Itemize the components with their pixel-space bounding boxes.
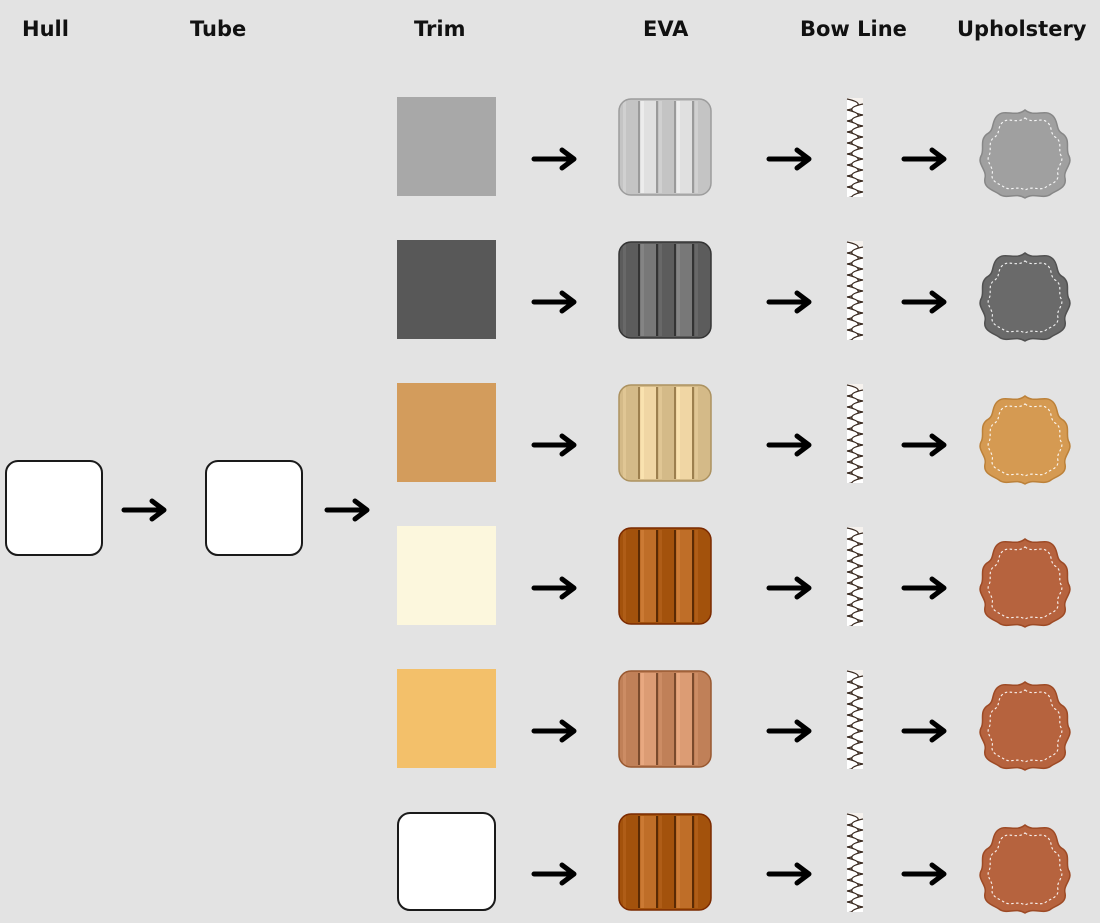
header-trim: Trim — [414, 17, 466, 41]
right-arrow-icon — [765, 861, 817, 887]
rope-icon[interactable] — [842, 526, 868, 633]
header-tube: Tube — [190, 17, 247, 41]
right-arrow-icon — [900, 861, 952, 887]
eva-pad-icon[interactable] — [615, 240, 715, 340]
trim-swatch[interactable] — [397, 383, 496, 482]
right-arrow-icon — [530, 718, 582, 744]
right-arrow-icon — [900, 289, 952, 315]
rope-icon[interactable] — [842, 97, 868, 204]
header-bow-line: Bow Line — [800, 17, 907, 41]
eva-pad-icon[interactable] — [615, 669, 715, 769]
eva-pad-icon[interactable] — [615, 812, 715, 912]
right-arrow-icon — [765, 575, 817, 601]
right-arrow-icon — [323, 497, 375, 523]
header-eva: EVA — [643, 17, 689, 41]
right-arrow-icon — [530, 289, 582, 315]
rope-icon[interactable] — [842, 383, 868, 490]
hull-swatch[interactable] — [5, 460, 103, 556]
trim-swatch[interactable] — [397, 240, 496, 339]
leather-hide-icon[interactable] — [975, 104, 1075, 204]
rope-icon[interactable] — [842, 240, 868, 347]
right-arrow-icon — [530, 432, 582, 458]
right-arrow-icon — [900, 432, 952, 458]
right-arrow-icon — [765, 289, 817, 315]
rope-icon[interactable] — [842, 812, 868, 919]
right-arrow-icon — [530, 861, 582, 887]
header-upholstery: Upholstery — [957, 17, 1087, 41]
tube-swatch[interactable] — [205, 460, 303, 556]
rope-icon[interactable] — [842, 669, 868, 776]
leather-hide-icon[interactable] — [975, 819, 1075, 919]
header-hull: Hull — [22, 17, 69, 41]
right-arrow-icon — [900, 718, 952, 744]
right-arrow-icon — [900, 575, 952, 601]
right-arrow-icon — [900, 146, 952, 172]
right-arrow-icon — [765, 432, 817, 458]
right-arrow-icon — [530, 146, 582, 172]
eva-pad-icon[interactable] — [615, 97, 715, 197]
eva-pad-icon[interactable] — [615, 526, 715, 626]
right-arrow-icon — [530, 575, 582, 601]
eva-pad-icon[interactable] — [615, 383, 715, 483]
trim-swatch[interactable] — [397, 526, 496, 625]
right-arrow-icon — [765, 146, 817, 172]
leather-hide-icon[interactable] — [975, 247, 1075, 347]
right-arrow-icon — [120, 497, 172, 523]
trim-swatch[interactable] — [397, 669, 496, 768]
trim-swatch[interactable] — [397, 97, 496, 196]
trim-swatch[interactable] — [397, 812, 496, 911]
leather-hide-icon[interactable] — [975, 390, 1075, 490]
leather-hide-icon[interactable] — [975, 676, 1075, 776]
right-arrow-icon — [765, 718, 817, 744]
leather-hide-icon[interactable] — [975, 533, 1075, 633]
